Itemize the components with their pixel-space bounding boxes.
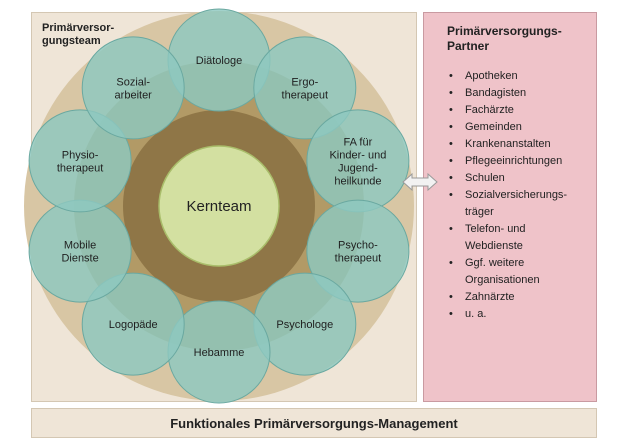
core-label: Kernteam <box>186 198 251 215</box>
member-label: Psychologe <box>276 319 333 331</box>
member-label: Hebamme <box>194 347 245 359</box>
bullet-icon: • <box>449 291 453 303</box>
partner-item: • Gemeinden <box>449 119 567 136</box>
partner-item-label: u. a. <box>465 308 487 320</box>
member-label: Logopäde <box>109 319 158 331</box>
double-arrow-icon <box>402 172 438 192</box>
member-circle <box>81 36 185 140</box>
member-label: Physio-therapeut <box>57 149 103 174</box>
bullet-icon: • <box>449 121 453 133</box>
bullet-icon: • <box>449 87 453 99</box>
core-circle <box>158 145 280 267</box>
bullet-icon: • <box>449 189 453 201</box>
partner-item-label: Krankenanstalten <box>465 138 551 150</box>
partner-item-label: Ggf. weitere Organisationen <box>465 257 540 286</box>
member-circle <box>28 109 132 213</box>
partner-item-label: Fachärzte <box>465 104 514 116</box>
partner-item: • Schulen <box>449 170 567 187</box>
partner-item-label: Gemeinden <box>465 121 522 133</box>
partner-item-label: Telefon- und Webdienste <box>465 223 526 252</box>
management-bar: Funktionales Primärversorgungs-Managemen… <box>31 408 597 438</box>
bullet-icon: • <box>449 70 453 82</box>
partner-item-label: Schulen <box>465 172 505 184</box>
partner-item-label: Bandagisten <box>465 87 527 99</box>
partner-item: • Telefon- und Webdienste <box>449 221 567 255</box>
partner-item: • u. a. <box>449 306 567 323</box>
partner-item: • Pflegeeinrichtungen <box>449 153 567 170</box>
bullet-icon: • <box>449 104 453 116</box>
member-label: Psycho-therapeut <box>335 240 381 265</box>
member-circle <box>306 199 410 303</box>
bullet-icon: • <box>449 308 453 320</box>
partner-item: • Krankenanstalten <box>449 136 567 153</box>
team-title: Primärversor- gungsteam <box>42 22 115 47</box>
partner-item-label: Pflegeeinrichtungen <box>465 155 563 167</box>
member-circle <box>253 36 357 140</box>
partner-list: • Apotheken • Bandagisten • Fachärzte • Gemeind… <box>449 68 567 323</box>
partner-item: • Zahnärzte <box>449 289 567 306</box>
partner-item: • Bandagisten <box>449 85 567 102</box>
member-label: Sozial-arbeiter <box>115 76 153 101</box>
partner-item: • Apotheken <box>449 68 567 85</box>
bullet-icon: • <box>449 155 453 167</box>
partner-item: • Fachärzte <box>449 102 567 119</box>
partner-panel <box>423 12 597 402</box>
member-circle <box>81 272 185 376</box>
management-label: Funktionales Primärversorgungs-Managemen… <box>170 415 458 431</box>
bullet-icon: • <box>449 138 453 150</box>
partner-title: Primärversorgungs- Partner <box>447 24 562 53</box>
bullet-icon: • <box>449 223 453 235</box>
partner-item-label: Zahnärzte <box>465 291 515 303</box>
member-label: Ergo-therapeut <box>282 76 328 101</box>
partner-item-label: Apotheken <box>465 70 518 82</box>
partner-item: • Ggf. weitere Organisationen <box>449 255 567 289</box>
member-label: Diätologe <box>196 55 242 67</box>
partner-item-label: Sozialversicherungs- träger <box>465 189 568 218</box>
bullet-icon: • <box>449 172 453 184</box>
bullet-icon: • <box>449 257 453 269</box>
partner-item: • Sozialversicherungs- träger <box>449 187 567 221</box>
